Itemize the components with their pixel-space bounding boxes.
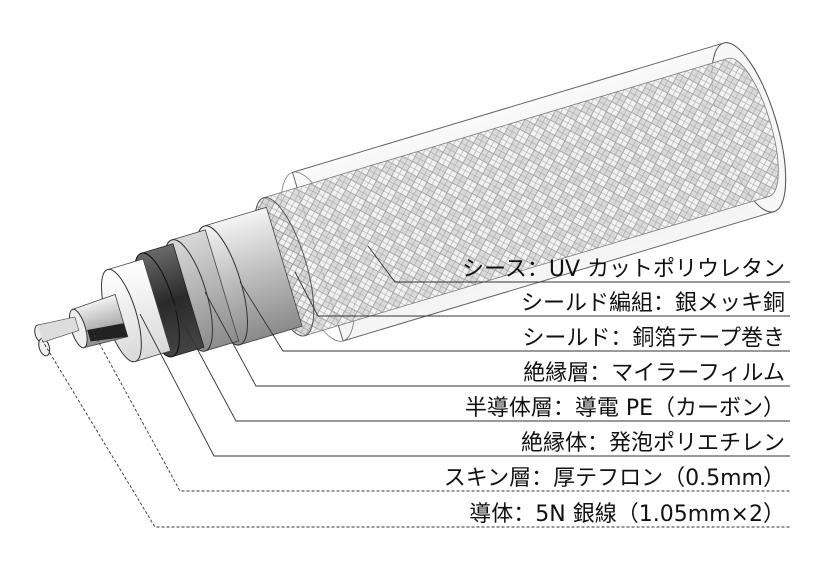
leader-line-foil [239, 281, 790, 352]
leader-line-conductor [41, 339, 790, 528]
label-conductor: 導体：5N 銀線（1.05mm×2） [469, 502, 785, 527]
leader-line-semiconductor [171, 301, 790, 422]
label-skin: スキン層：厚テフロン（0.5mm） [444, 466, 785, 491]
labels: シース：UV カットポリウレタン シールド編組：銀メッキ銅 シールド：銅箔テープ… [444, 257, 785, 527]
leader-line-sheath [367, 245, 790, 283]
label-foil-shield: シールド：銅箔テープ巻き [522, 326, 785, 351]
leader-line-braid [294, 271, 790, 317]
label-mylar: 絶縁層：マイラーフィルム [523, 361, 785, 386]
leader-line-insulation [139, 313, 790, 457]
label-semiconductor: 半導体層：導電 PE（カーボン） [465, 396, 785, 421]
leader-lines [41, 245, 790, 528]
label-braid-shield: シールド編組：銀メッキ銅 [521, 291, 785, 316]
leader-line-mylar [204, 291, 790, 387]
conductor-wires [34, 316, 80, 357]
leader-line-skin [91, 329, 790, 492]
label-sheath: シース：UV カットポリウレタン [462, 257, 785, 282]
label-insulation: 絶縁体：発泡ポリエチレン [521, 431, 785, 456]
